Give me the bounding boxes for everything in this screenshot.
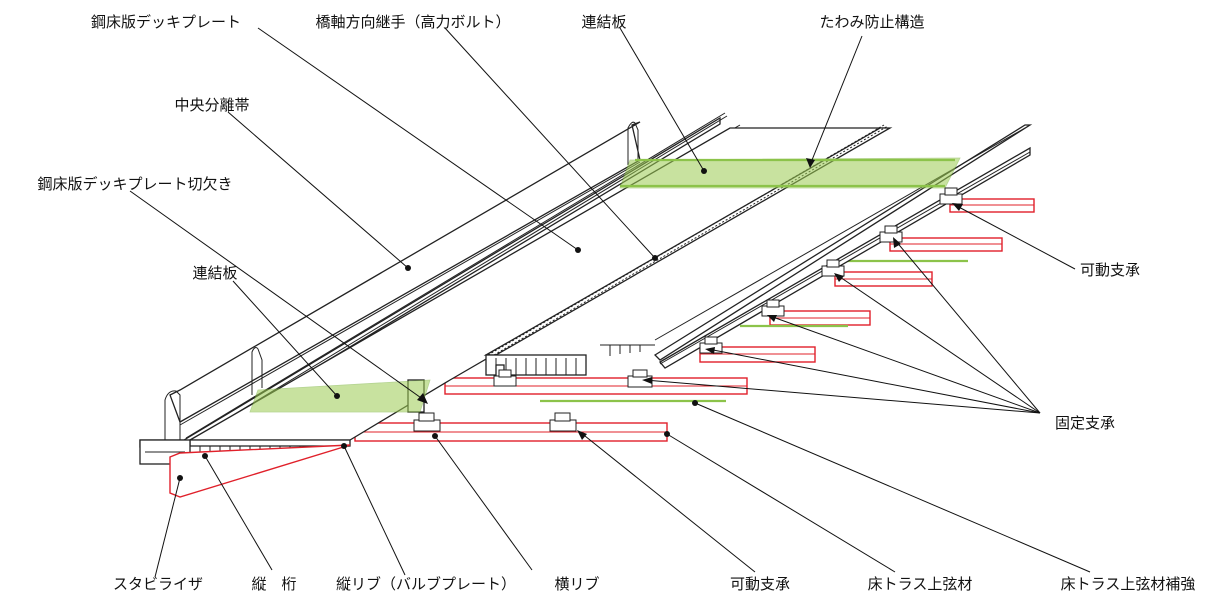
bearing-2	[879, 225, 903, 243]
label-fixed-bearing: 固定支承	[1055, 414, 1115, 432]
label-longitudinal-rib: 縦リブ（バルブプレート）	[336, 575, 516, 593]
label-connecting-plate-top: 連結板	[581, 13, 626, 31]
truss-chord-6	[444, 377, 748, 395]
leader-lines	[129, 27, 1091, 578]
label-median-strip: 中央分離帯	[174, 96, 249, 114]
label-deflection-prevention: たわみ防止構造	[819, 13, 924, 31]
label-transverse-rib: 横リブ	[554, 575, 599, 593]
label-deck-plate-notch: 鋼床版デッキプレート切欠き	[37, 175, 232, 193]
bearing-1	[939, 187, 963, 205]
bearing-7	[493, 369, 517, 387]
bearing-8	[413, 412, 441, 432]
label-steel-deck-plate: 鋼床版デッキプレート	[91, 13, 241, 31]
truss-chord-1	[949, 198, 1035, 213]
label-floor-truss-upper-chord: 床トラス上弦材	[868, 575, 973, 593]
label-movable-bearing-bottom: 可動支承	[730, 575, 790, 593]
label-movable-bearing-right: 可動支承	[1080, 261, 1140, 279]
bearings	[413, 187, 963, 432]
label-connecting-plate-left: 連結板	[192, 264, 237, 282]
label-bridge-axis-joint: 橋軸方向継手（高力ボルト）	[315, 13, 510, 31]
bearing-3	[821, 259, 845, 277]
label-stabilizer: スタビライザ	[113, 575, 203, 593]
truss-chord-2	[889, 237, 1003, 252]
truss-chord-7	[354, 422, 668, 442]
truss-chord-4	[769, 310, 871, 326]
labels: 鋼床版デッキプレート 橋軸方向継手（高力ボルト） 連結板 たわみ防止構造 中央分…	[37, 13, 1195, 593]
truss-chord-3	[834, 271, 933, 287]
label-stringer: 縦 桁	[251, 575, 296, 593]
truss-chord-5	[699, 346, 816, 363]
bearing-9	[549, 412, 577, 432]
label-floor-truss-reinforcement: 床トラス上弦材補強	[1061, 575, 1196, 593]
